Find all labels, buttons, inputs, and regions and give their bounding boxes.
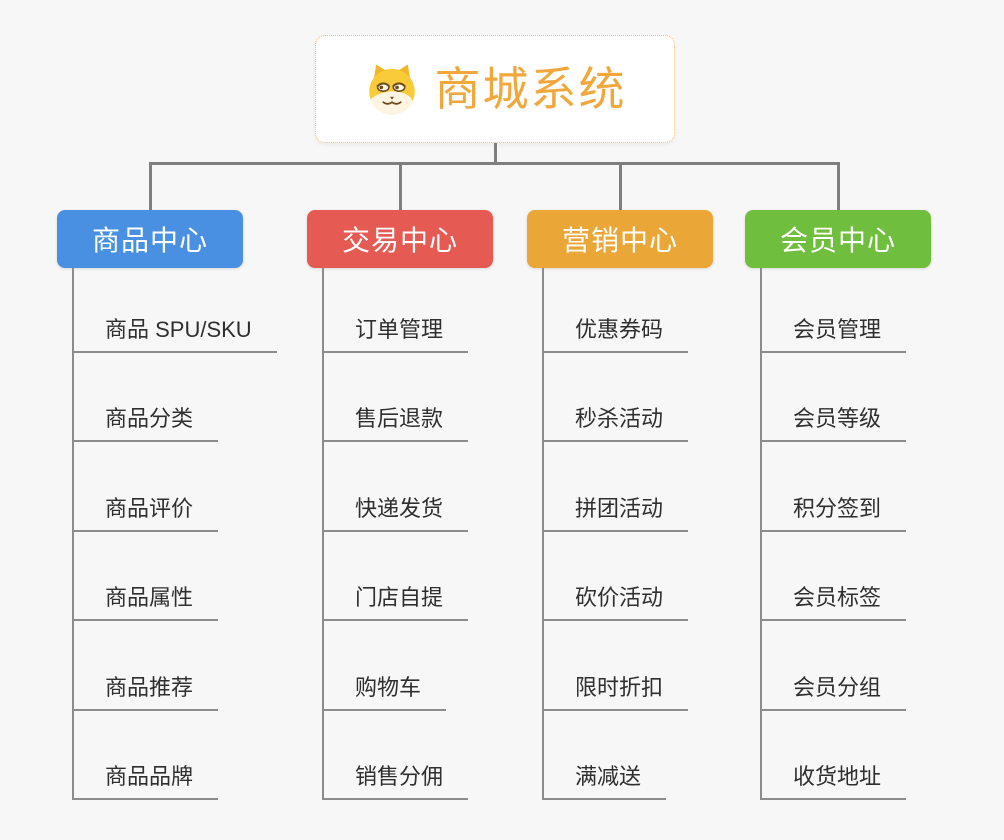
leaf-row: 会员等级 [760,353,907,443]
leaf-node[interactable]: 会员分组 [760,670,907,711]
leaf-node[interactable]: 售后退款 [322,401,469,443]
leaf-row: 商品推荐 [72,621,277,711]
leaf-row: 购物车 [322,621,468,711]
branch-drop-connector [618,162,622,210]
leaf-row: 门店自提 [322,532,469,622]
leaf-row: 优惠券码 [542,268,689,353]
branch-drop-connector [836,162,840,210]
leaf-node[interactable]: 会员标签 [760,580,907,622]
leaf-row: 商品评价 [72,442,277,532]
leaf-column: 优惠券码秒杀活动拼团活动砍价活动限时折扣满减送 [542,268,689,800]
root-title: 商城系统 [434,63,627,115]
branch-label: 营销中心 [561,225,678,256]
doge-face-icon [364,61,420,117]
leaf-node[interactable]: 会员等级 [760,401,907,443]
leaf-node[interactable]: 商品 SPU/SKU [72,312,277,353]
leaf-row: 商品分类 [72,353,277,443]
leaf-row: 秒杀活动 [542,353,689,443]
leaf-row: 商品品牌 [72,711,277,800]
leaf-node[interactable]: 订单管理 [322,312,469,353]
branch-bus-connector [148,162,840,165]
branch-node[interactable]: 会员中心 [745,210,931,268]
branch-label: 商品中心 [91,225,208,256]
leaf-node[interactable]: 商品属性 [72,580,219,622]
leaf-node[interactable]: 商品推荐 [72,670,219,711]
leaf-row: 订单管理 [322,268,469,353]
column-line-connector [72,268,74,800]
leaf-node[interactable]: 收货地址 [760,759,907,800]
leaf-column: 商品 SPU/SKU 商品分类商品评价商品属性商品推荐商品品牌 [72,268,277,800]
leaf-row: 积分签到 [760,442,907,532]
leaf-row: 会员管理 [760,268,907,353]
leaf-column: 会员管理会员等级积分签到会员标签会员分组收货地址 [760,268,907,800]
branch-node[interactable]: 商品中心 [57,210,243,268]
leaf-row: 售后退款 [322,353,469,443]
leaf-row: 限时折扣 [542,621,689,711]
leaf-node[interactable]: 商品品牌 [72,759,219,800]
leaf-node[interactable]: 积分签到 [760,491,907,532]
leaf-node[interactable]: 商品评价 [72,491,219,532]
leaf-row: 销售分佣 [322,711,469,800]
leaf-row: 收货地址 [760,711,907,800]
leaf-row: 商品 SPU/SKU [72,268,277,353]
leaf-node[interactable]: 门店自提 [322,580,469,622]
root-node[interactable]: 商城系统 [315,35,675,143]
leaf-node[interactable]: 商品分类 [72,401,219,443]
leaf-row: 拼团活动 [542,442,689,532]
leaf-row: 会员标签 [760,532,907,622]
branch-drop-connector [148,162,152,210]
leaf-node[interactable]: 会员管理 [760,312,907,353]
branch-label: 会员中心 [779,225,896,256]
leaf-column: 订单管理售后退款快递发货门店自提购物车销售分佣 [322,268,469,800]
leaf-row: 满减送 [542,711,688,800]
branch-drop-connector [398,162,402,210]
leaf-node[interactable]: 快递发货 [322,491,469,532]
column-line-connector [322,268,324,800]
leaf-node[interactable]: 秒杀活动 [542,401,689,443]
leaf-row: 快递发货 [322,442,469,532]
leaf-node[interactable]: 拼团活动 [542,491,689,532]
leaf-node[interactable]: 优惠券码 [542,312,689,353]
root-stem-connector [493,143,497,165]
leaf-row: 会员分组 [760,621,907,711]
leaf-node[interactable]: 销售分佣 [322,759,469,800]
leaf-node[interactable]: 满减送 [542,759,667,800]
leaf-row: 砍价活动 [542,532,689,622]
column-line-connector [760,268,762,800]
leaf-node[interactable]: 限时折扣 [542,670,689,711]
leaf-node[interactable]: 购物车 [322,670,447,711]
leaf-node[interactable]: 砍价活动 [542,580,689,622]
column-line-connector [542,268,544,800]
branch-label: 交易中心 [341,225,458,256]
branch-node[interactable]: 交易中心 [307,210,493,268]
leaf-row: 商品属性 [72,532,277,622]
branch-node[interactable]: 营销中心 [527,210,713,268]
